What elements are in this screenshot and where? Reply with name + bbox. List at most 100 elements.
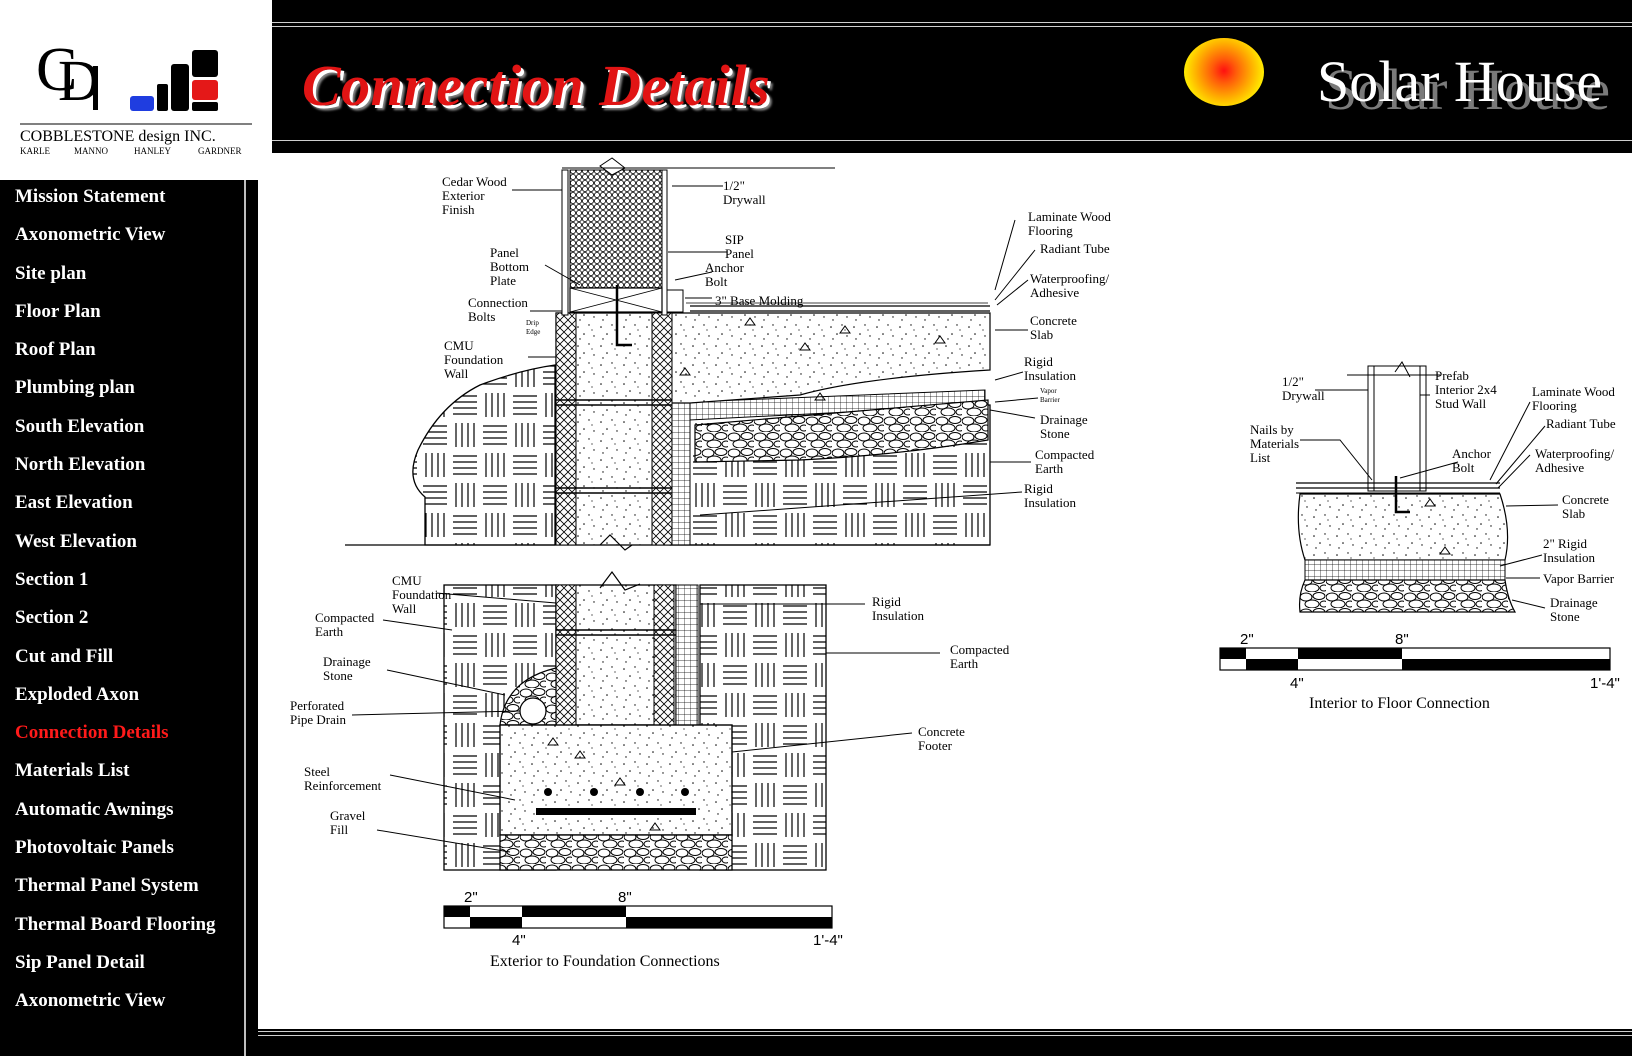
svg-text:Waterproofing/: Waterproofing/ <box>1030 271 1109 286</box>
label-concrete-slab-2: Slab <box>1030 327 1053 342</box>
nav-item-roof-plan[interactable]: Roof Plan <box>15 339 96 361</box>
label-drip-edge-1: Drip <box>526 319 539 327</box>
svg-text:SIP: SIP <box>725 232 744 247</box>
label-cmu-1: CMU <box>444 338 474 353</box>
nav-item-mission-statement[interactable]: Mission Statement <box>15 186 166 207</box>
nav-item-north-elevation[interactable]: North Elevation <box>15 454 146 476</box>
svg-text:Bolt: Bolt <box>705 274 728 289</box>
nav-item-axonometric-view[interactable]: Axonometric View <box>15 224 166 246</box>
svg-text:1/2": 1/2" <box>1282 374 1304 389</box>
svg-text:Bolts: Bolts <box>468 309 495 324</box>
nav-item-plumbing-plan[interactable]: Plumbing plan <box>15 377 135 399</box>
label-b-cmu-3: Wall <box>392 601 417 616</box>
logo-partner-2: MANNO <box>74 146 109 156</box>
label-c-concrete-slab-1: Concrete <box>1562 492 1609 507</box>
svg-text:Drywall: Drywall <box>1282 388 1325 403</box>
label-concrete-slab-1: Concrete <box>1030 313 1077 328</box>
nav-item-cut-and-fill[interactable]: Cut and Fill <box>15 645 114 667</box>
label-rigid2-1: Rigid <box>1024 481 1053 496</box>
label-c-prefab-1: Prefab <box>1435 368 1469 383</box>
svg-text:Cedar Wood: Cedar Wood <box>442 174 507 189</box>
header-rule <box>272 140 1632 141</box>
label-cmu-2: Foundation <box>444 352 504 367</box>
nav-item-section-1[interactable]: Section 1 <box>15 568 89 590</box>
svg-text:3" Base Molding: 3" Base Molding <box>715 293 804 308</box>
nav-item-photovoltaic-panels[interactable]: Photovoltaic Panels <box>15 837 174 859</box>
header-banner: Connection Details Solar House Solar Hou… <box>272 0 1632 153</box>
svg-text:Concrete: Concrete <box>918 724 965 739</box>
detail-interior-floor: 1/2" Drywall Prefab Interior 2x4 Stud Wa… <box>1219 361 1620 712</box>
nav-item-east-elevation[interactable]: East Elevation <box>15 492 133 514</box>
site-title-shadow: Solar House <box>1325 57 1611 122</box>
label-c-nails-3: List <box>1250 450 1271 465</box>
site-title: Solar House <box>1317 49 1603 114</box>
label-c-prefab-2: Interior 2x4 <box>1435 382 1497 397</box>
nav-item-connection-details[interactable]: Connection Details <box>15 722 169 744</box>
label-b-rigid-1: Rigid <box>872 594 901 609</box>
label-b-footer-1: Concrete <box>918 724 965 739</box>
svg-text:Vapor: Vapor <box>1040 387 1057 395</box>
connection-details-drawing: Cedar Wood Exterior Finish 1/2" Drywall … <box>258 153 1632 1029</box>
nav-item-south-elevation[interactable]: South Elevation <box>15 415 145 437</box>
label-drainage-2: Stone <box>1040 426 1070 441</box>
label-b-cmu-2: Foundation <box>392 587 452 602</box>
nav-item-west-elevation[interactable]: West Elevation <box>15 530 137 552</box>
label-b-compacted-right-2: Earth <box>950 656 979 671</box>
svg-text:Steel: Steel <box>304 764 330 779</box>
nav-item-automatic-awnings[interactable]: Automatic Awnings <box>15 798 174 820</box>
label-c-radiant-tube: Radiant Tube <box>1546 416 1616 431</box>
label-panel-bottom-2: Bottom <box>490 259 529 274</box>
svg-text:Stone: Stone <box>323 668 353 683</box>
svg-text:Exterior: Exterior <box>442 188 485 203</box>
svg-text:Drainage: Drainage <box>1040 412 1088 427</box>
header-rule <box>272 22 1632 23</box>
label-conn-bolts-1: Connection <box>468 295 528 310</box>
label-c-nails-2: Materials <box>1250 436 1299 451</box>
header-rule <box>272 26 1632 27</box>
svg-text:Drywall: Drywall <box>723 192 766 207</box>
scale-c-label-2in: 2" <box>1240 631 1254 648</box>
nav-item-floor-plan[interactable]: Floor Plan <box>15 300 101 322</box>
logo-partner-4: GARDNER <box>198 146 242 156</box>
svg-text:Plate: Plate <box>490 273 516 288</box>
svg-text:Fill: Fill <box>330 822 348 837</box>
nav-item-materials-list[interactable]: Materials List <box>15 760 130 782</box>
nav-item-section-2[interactable]: Section 2 <box>15 607 89 629</box>
label-b-rigid-2: Insulation <box>872 608 924 623</box>
svg-text:Concrete: Concrete <box>1562 492 1609 507</box>
label-rigid1-2: Insulation <box>1024 368 1076 383</box>
svg-text:Bottom: Bottom <box>490 259 529 274</box>
label-sip-1: SIP <box>725 232 744 247</box>
label-drywall-2: Drywall <box>723 192 766 207</box>
label-c-drainage-2: Stone <box>1550 609 1580 624</box>
nav-item-thermal-panel-system[interactable]: Thermal Panel System <box>15 875 199 897</box>
svg-text:Slab: Slab <box>1030 327 1053 342</box>
label-panel-bottom-1: Panel <box>490 245 519 260</box>
label-vapor-2: Barrier <box>1040 396 1060 404</box>
svg-text:Insulation: Insulation <box>1024 368 1076 383</box>
label-rigid1-1: Rigid <box>1024 354 1053 369</box>
label-waterproofing-2: Adhesive <box>1030 285 1079 300</box>
svg-text:Insulation: Insulation <box>872 608 924 623</box>
nav-item-sip-panel-detail[interactable]: Sip Panel Detail <box>15 951 145 973</box>
label-b-steel-2: Reinforcement <box>304 778 382 793</box>
label-compacted-2: Earth <box>1035 461 1064 476</box>
nav-item-axonometric-view[interactable]: Axonometric View <box>15 990 166 1012</box>
svg-text:Laminate Wood: Laminate Wood <box>1532 384 1615 399</box>
nav-item-exploded-axon[interactable]: Exploded Axon <box>15 683 140 705</box>
nav-item-thermal-board-flooring[interactable]: Thermal Board Flooring <box>15 913 216 935</box>
svg-text:Foundation: Foundation <box>444 352 504 367</box>
svg-text:Stone: Stone <box>1550 609 1580 624</box>
label-c-waterproofing-2: Adhesive <box>1535 460 1584 475</box>
svg-text:Flooring: Flooring <box>1028 223 1073 238</box>
scale-bar-b: 2" 8" 4" 1'-4" Exterior to Foundation Co… <box>443 889 843 970</box>
logo-monogram-d: D <box>58 48 100 113</box>
label-cedar-2: Exterior <box>442 188 485 203</box>
label-vapor-1: Vapor <box>1040 387 1057 395</box>
svg-text:CMU: CMU <box>392 573 422 588</box>
nav-item-site-plan[interactable]: Site plan <box>15 262 87 284</box>
svg-text:Earth: Earth <box>315 624 344 639</box>
svg-text:Adhesive: Adhesive <box>1535 460 1584 475</box>
svg-text:Panel: Panel <box>490 245 519 260</box>
